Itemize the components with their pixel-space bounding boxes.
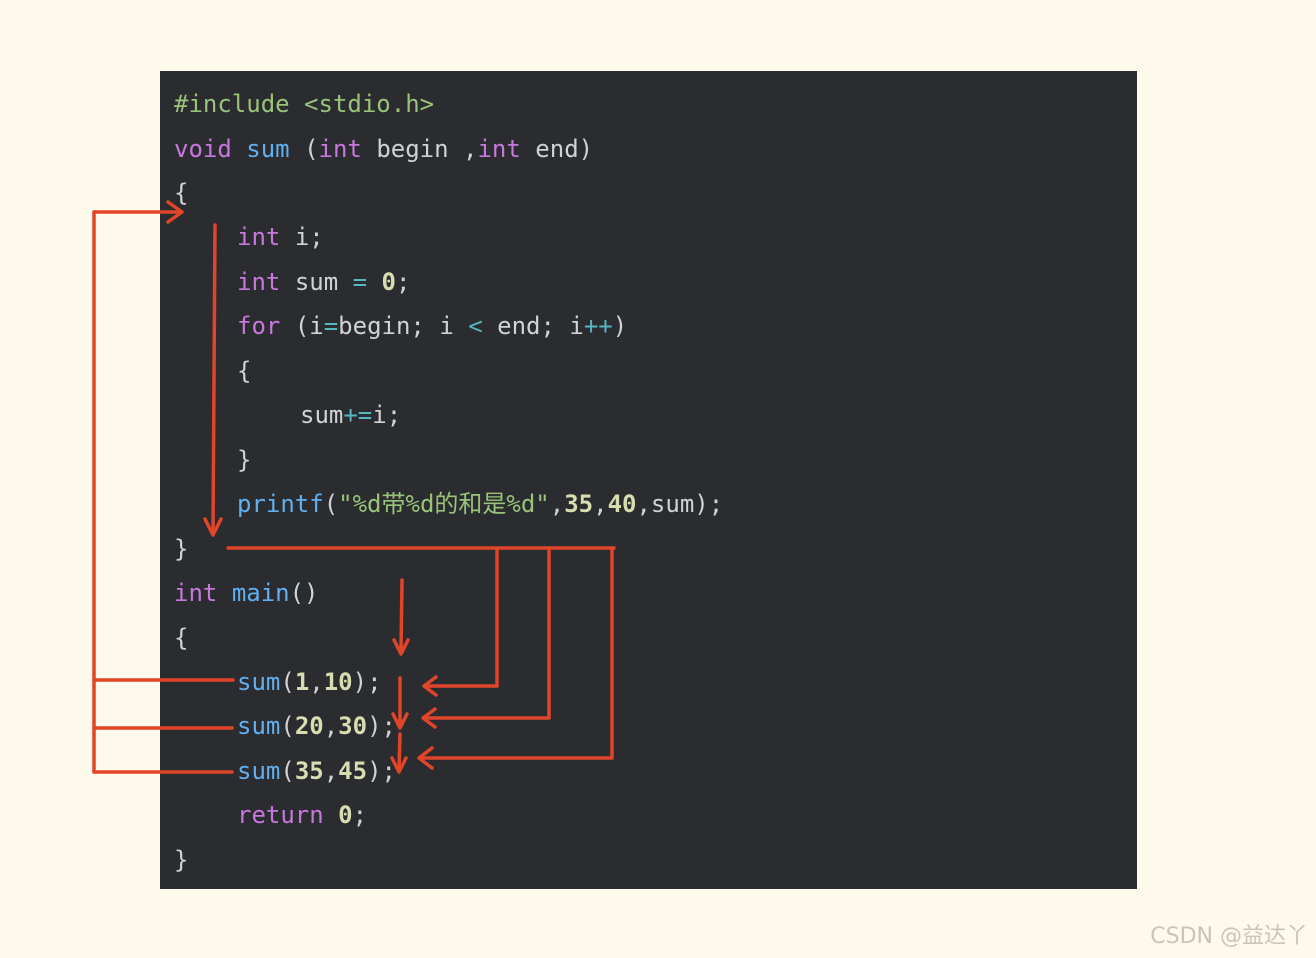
- code-line-brace: {: [174, 179, 189, 207]
- semicolon: ;: [395, 268, 411, 296]
- return-head-1: [422, 675, 438, 697]
- for-part: (i: [294, 312, 324, 340]
- watermark: CSDN @益达丫: [1150, 924, 1308, 949]
- for-part: begin; i: [338, 312, 454, 340]
- paren: (: [280, 712, 295, 740]
- string-literal: "%d带%d的和是%d": [338, 490, 550, 518]
- flow-down-head: [203, 517, 223, 537]
- main-flow-head-1: [392, 638, 410, 656]
- return-head-2: [421, 707, 437, 729]
- paren: ): [578, 135, 594, 163]
- for-part: ): [612, 312, 628, 340]
- number: 0: [381, 268, 396, 296]
- var-name: i;: [372, 401, 402, 429]
- code-line-decl-sum: int sum = 0;: [237, 260, 410, 304]
- type-keyword: int: [174, 579, 218, 607]
- code-line-decl-i: int i;: [237, 215, 324, 259]
- comma: ,: [593, 490, 608, 518]
- comma: ,: [309, 668, 324, 696]
- number: 10: [323, 668, 353, 696]
- include-header: <stdio.h>: [304, 90, 435, 118]
- number: 40: [607, 490, 637, 518]
- var-name: sum: [294, 268, 339, 296]
- code-line-call: sum(35,45);: [237, 749, 396, 793]
- return-type: void: [174, 135, 232, 163]
- number: 45: [338, 757, 368, 785]
- code-line-return: return 0;: [237, 793, 367, 837]
- code-line-printf: printf("%d带%d的和是%d",35,40,sum);: [237, 482, 723, 526]
- param-name: begin: [376, 135, 449, 163]
- decl-rest: i;: [294, 223, 324, 251]
- type-keyword: int: [237, 268, 281, 296]
- number: 35: [564, 490, 594, 518]
- flow-down-line: [211, 223, 217, 535]
- code-line-main: int main(): [174, 571, 319, 615]
- code-line-call: sum(20,30);: [237, 704, 396, 748]
- return-line-3: [418, 546, 614, 760]
- number: 0: [338, 801, 353, 829]
- param-type: int: [477, 135, 521, 163]
- return-line-2: [422, 546, 551, 720]
- main-flow-head-3: [390, 756, 408, 774]
- include-directive: #include: [174, 90, 290, 118]
- return-keyword: return: [237, 801, 324, 829]
- semicolon: ;: [352, 801, 368, 829]
- paren: (: [323, 490, 339, 518]
- code-line-for: for (i=begin; i < end; i++): [237, 304, 627, 348]
- paren: (: [304, 135, 319, 163]
- code-line-call: sum(1,10);: [237, 660, 382, 704]
- main-flow-line-1: [399, 578, 404, 654]
- for-keyword: for: [237, 312, 281, 340]
- paren: );: [367, 712, 396, 740]
- number: 30: [338, 712, 368, 740]
- var-name: sum: [300, 401, 344, 429]
- code-line-body: sum+=i;: [300, 393, 401, 437]
- operator: <: [468, 312, 483, 340]
- code-line-brace: }: [174, 846, 189, 874]
- number: 1: [294, 668, 310, 696]
- operator: =: [323, 312, 339, 340]
- return-line-1: [423, 546, 499, 688]
- number: 20: [294, 712, 324, 740]
- function-name: main: [231, 579, 290, 607]
- function-name: sum: [237, 668, 281, 696]
- code-line-brace: {: [174, 624, 189, 652]
- main-flow-line-3: [397, 732, 402, 772]
- paren: (: [280, 757, 295, 785]
- paren: );: [367, 757, 396, 785]
- function-name: sum: [237, 712, 281, 740]
- paren: (): [289, 579, 319, 607]
- function-name: sum: [246, 135, 290, 163]
- function-name: sum: [237, 757, 281, 785]
- comma: ,: [549, 490, 565, 518]
- printf-rest: ,sum);: [636, 490, 724, 518]
- return-head-3: [417, 746, 434, 770]
- code-line-sum-signature: void sum (int begin ,int end): [174, 127, 593, 171]
- entry-arrow-head: [166, 200, 184, 224]
- code-line-brace: {: [237, 357, 252, 385]
- operator: =: [352, 268, 368, 296]
- operator: ++: [583, 312, 613, 340]
- code-line-brace: }: [237, 446, 252, 474]
- comma: ,: [323, 757, 339, 785]
- for-part: end; i: [497, 312, 584, 340]
- paren: (: [280, 668, 295, 696]
- operator: +=: [343, 401, 373, 429]
- comma: ,: [463, 135, 478, 163]
- function-name: printf: [237, 490, 324, 518]
- number: 35: [294, 757, 324, 785]
- code-line-include: #include <stdio.h>: [174, 82, 434, 126]
- paren: );: [352, 668, 382, 696]
- param-type: int: [318, 135, 362, 163]
- comma: ,: [323, 712, 339, 740]
- code-line-brace: }: [174, 535, 189, 563]
- param-name: end: [535, 135, 579, 163]
- main-flow-head-2: [391, 712, 409, 730]
- type-keyword: int: [237, 223, 281, 251]
- code-panel: #include <stdio.h> void sum (int begin ,…: [160, 71, 1137, 889]
